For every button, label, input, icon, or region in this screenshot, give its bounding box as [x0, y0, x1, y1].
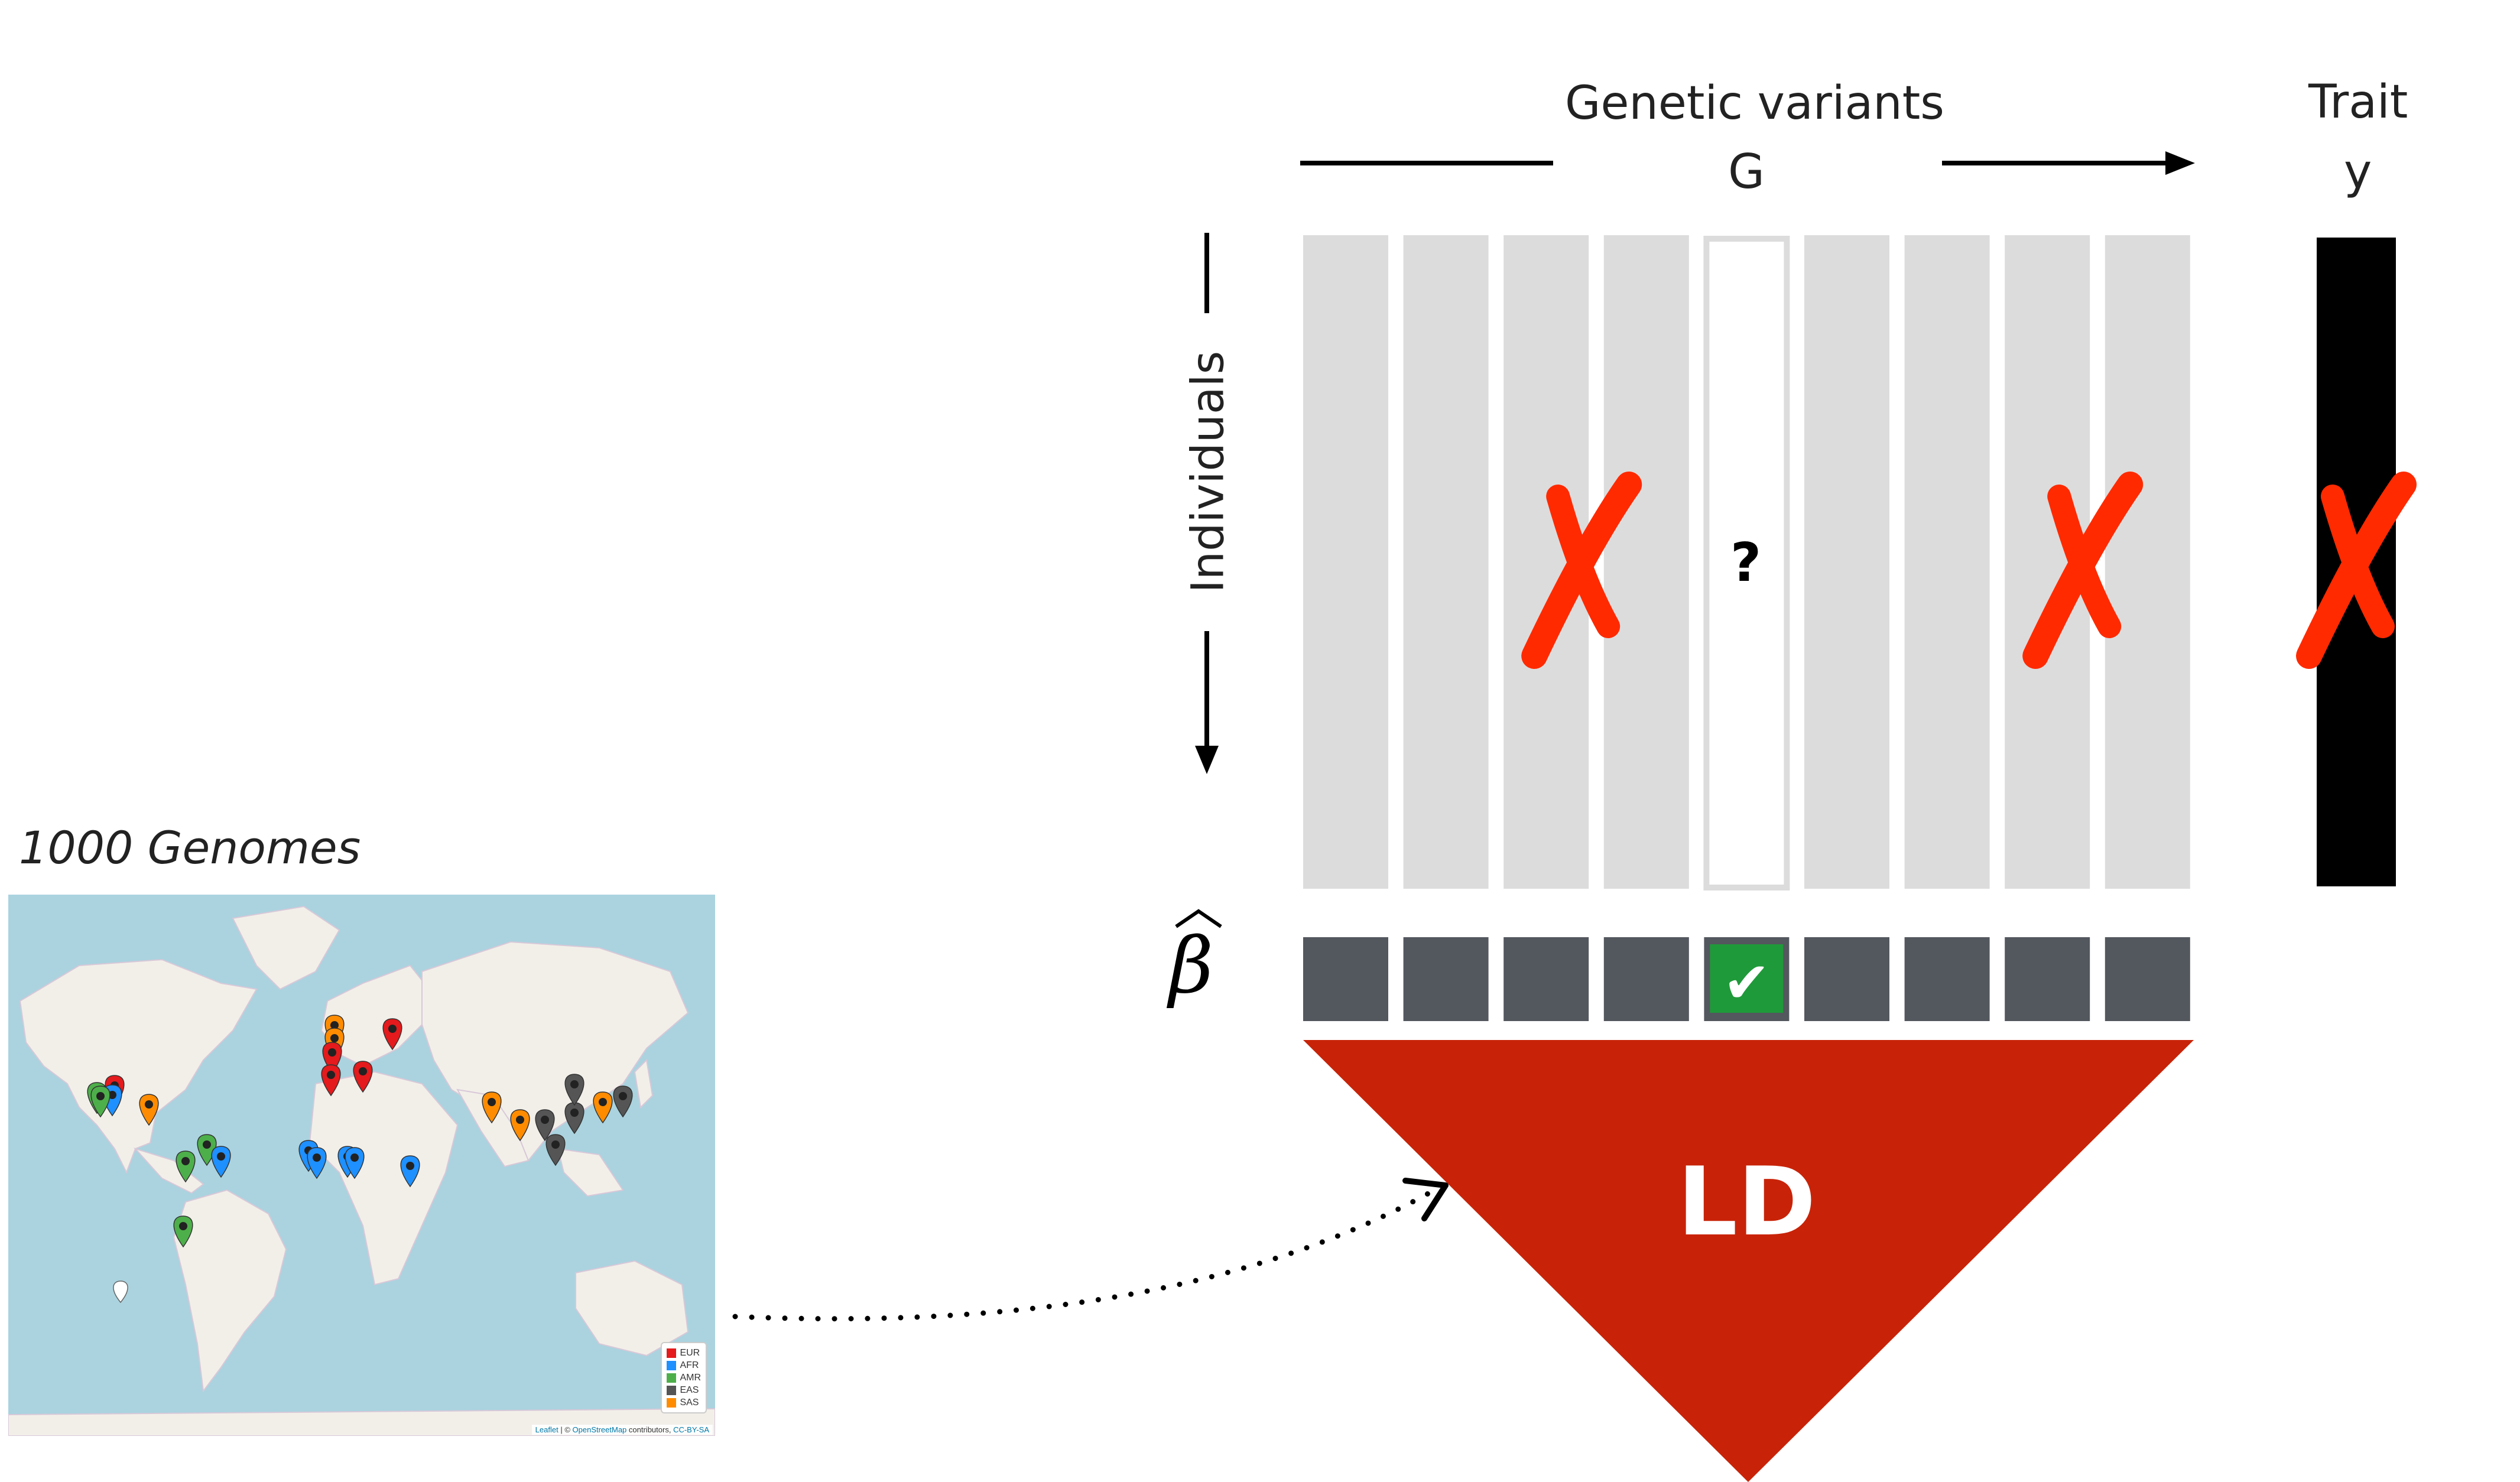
population-pin-icon — [593, 1091, 613, 1124]
population-pins — [87, 1015, 633, 1304]
map-attribution: Leaflet | © OpenStreetMap contributors, … — [531, 1425, 713, 1435]
population-pin-icon — [321, 1064, 341, 1097]
cross-mark — [2022, 472, 2144, 669]
beta-cell — [1403, 937, 1489, 1021]
genotype-matrix — [1303, 235, 2190, 890]
beta-row: ✔ — [1303, 937, 2190, 1021]
dotted-arrow-head — [1402, 1178, 1449, 1221]
population-pin-icon — [211, 1146, 231, 1178]
legend-item-amr: AMR — [667, 1372, 701, 1384]
population-pin-icon — [139, 1094, 159, 1126]
attrib-contrib: contributors, — [626, 1425, 674, 1434]
beta-cell — [2105, 937, 2190, 1021]
beta-cell — [1804, 937, 1889, 1021]
variant-column — [1804, 235, 1889, 889]
variants-axis-arrowhead — [2165, 151, 2195, 175]
variant-column — [2105, 235, 2190, 889]
population-pin-icon — [545, 1134, 566, 1166]
legend-item-eas: EAS — [667, 1384, 701, 1396]
population-pin-icon — [90, 1086, 111, 1118]
individuals-axis-arrowhead — [1195, 746, 1219, 774]
variant-column — [1904, 235, 1990, 889]
legend-swatch — [667, 1373, 677, 1383]
osm-link[interactable]: OpenStreetMap — [572, 1425, 627, 1434]
beta-cell — [2005, 937, 2090, 1021]
legend-item-sas: SAS — [667, 1396, 701, 1409]
individuals-label: Individuals — [1181, 350, 1234, 593]
variant-column — [1403, 235, 1489, 889]
beta-hat-accent — [1175, 909, 1222, 928]
variant-column — [1603, 235, 1689, 889]
population-pin-icon — [382, 1018, 402, 1051]
population-pin-icon — [564, 1074, 584, 1106]
ld-label: LD — [1677, 1146, 1816, 1257]
population-pin-icon — [400, 1155, 420, 1188]
legend-swatch — [667, 1398, 677, 1408]
legend-swatch — [667, 1348, 677, 1358]
unknown-mark: ? — [1730, 532, 1762, 594]
panel-title: 1000 Genomes — [19, 821, 361, 874]
leaflet-link[interactable]: Leaflet — [535, 1425, 558, 1434]
beta-symbol: β — [1169, 921, 1214, 1010]
variant-column — [1303, 235, 1388, 889]
trait-cross-mark — [2296, 472, 2417, 669]
population-pin-icon — [353, 1061, 373, 1093]
legend-label: AFR — [680, 1360, 699, 1370]
legend-label: EUR — [680, 1347, 700, 1358]
legend-label: AMR — [680, 1372, 701, 1383]
trait-symbol: y — [2344, 144, 2372, 199]
population-pin-icon — [173, 1216, 193, 1248]
legend-label: SAS — [680, 1397, 699, 1408]
legend-label: EAS — [680, 1384, 699, 1395]
variants-symbol: G — [1728, 144, 1765, 199]
variant-column-unknown — [1703, 236, 1790, 890]
population-pin-icon — [307, 1147, 327, 1179]
beta-cell — [1303, 937, 1388, 1021]
trait-label: Trait — [2308, 76, 2408, 129]
population-pin-icon — [510, 1109, 530, 1142]
beta-cell — [1503, 937, 1589, 1021]
legend-swatch — [667, 1385, 677, 1395]
cross-mark — [1521, 472, 1642, 669]
population-pin-icon — [613, 1086, 633, 1118]
population-pin-icon — [345, 1147, 365, 1179]
world-map-svg — [8, 895, 715, 1436]
legend-item-eur: EUR — [667, 1347, 701, 1359]
variants-label: Genetic variants — [1565, 77, 1944, 130]
population-pin-icon — [535, 1109, 555, 1142]
ld-triangle — [1303, 1040, 2194, 1482]
info-pin-icon — [113, 1280, 128, 1304]
crosses — [1521, 472, 2417, 669]
beta-check-bg — [1710, 944, 1784, 1013]
population-pin-icon — [176, 1150, 196, 1183]
beta-check-mark: ✔ — [1723, 950, 1770, 1016]
attrib-sep: | © — [558, 1425, 573, 1434]
beta-cell — [1603, 937, 1689, 1021]
legend-item-afr: AFR — [667, 1359, 701, 1372]
license-link[interactable]: CC-BY-SA — [673, 1425, 709, 1434]
legend-swatch — [667, 1360, 677, 1370]
population-pin-icon — [482, 1091, 502, 1124]
map-to-ld-dotted-arrow — [732, 1190, 1433, 1322]
beta-cell — [1904, 937, 1990, 1021]
